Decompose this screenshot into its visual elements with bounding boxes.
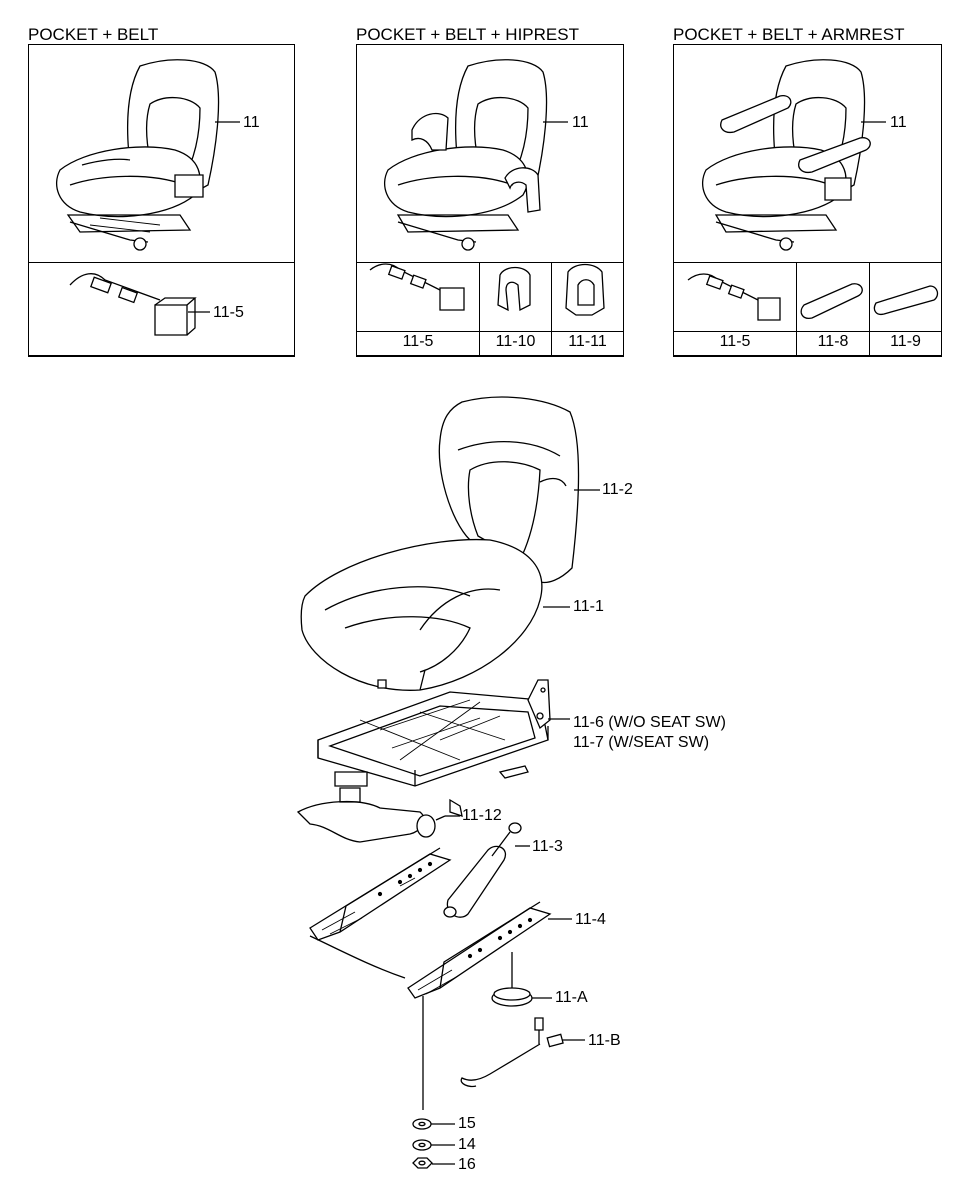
seat-belt-drawing bbox=[70, 274, 160, 300]
label-grommet: 11-A bbox=[555, 989, 588, 1006]
seat-frame-11-6-drawing bbox=[298, 680, 550, 842]
variant-2-part-label-belt: 11-5 bbox=[402, 333, 434, 350]
variant-caption-cell-3 bbox=[551, 331, 624, 357]
grommet-11-A-drawing bbox=[492, 952, 532, 1006]
knob-11-12-drawing bbox=[417, 815, 445, 837]
label-damper: 11-3 bbox=[532, 838, 563, 855]
armrest-part-11-8-drawing bbox=[801, 284, 862, 319]
harness-11-B-drawing bbox=[461, 1018, 563, 1087]
variant-3-part-label-11-9: 11-9 bbox=[890, 333, 921, 350]
seat-cushion-drawing bbox=[385, 147, 528, 217]
label-frame-w-switch: 11-7 (W/SEAT SW) bbox=[573, 734, 710, 751]
variant-title-armrest: POCKET + BELT + ARMREST bbox=[673, 25, 905, 44]
variant-title-pocket-belt: POCKET + BELT bbox=[28, 25, 159, 44]
damper-11-3-drawing bbox=[444, 823, 521, 917]
armrest-part-11-9-drawing bbox=[874, 286, 937, 314]
label-rails: 11-4 bbox=[575, 911, 606, 928]
variant-2-part-label-11-11: 11-11 bbox=[568, 333, 607, 350]
cushion-11-1-drawing bbox=[301, 540, 542, 691]
hiprest-bracket-drawing bbox=[412, 114, 448, 150]
nut-16-drawing bbox=[413, 1158, 432, 1168]
variant-2-seat-label: 11 bbox=[572, 114, 589, 131]
backrest-11-2-drawing bbox=[439, 397, 578, 582]
label-nut-16: 16 bbox=[458, 1156, 476, 1173]
variant-3-part-label-belt: 11-5 bbox=[719, 333, 751, 350]
variant-3-part-label-11-8: 11-8 bbox=[817, 333, 849, 350]
variant-1-seat-label: 11 bbox=[243, 114, 260, 131]
variant-caption-cell-3 bbox=[869, 331, 942, 357]
label-knob: 11-12 bbox=[462, 807, 502, 824]
label-harness: 11-B bbox=[588, 1032, 621, 1049]
armrest-drawing bbox=[721, 96, 791, 133]
variant-3-seat-label: 11 bbox=[890, 114, 907, 131]
label-washer-15: 15 bbox=[458, 1115, 476, 1132]
variant-parts-row bbox=[28, 262, 295, 357]
rails-11-4-drawing bbox=[310, 848, 550, 998]
hiprest-part-11-10-drawing bbox=[498, 268, 530, 311]
label-frame-wo-switch: 11-6 (W/O SEAT SW) bbox=[573, 714, 726, 731]
hiprest-bracket-drawing bbox=[505, 168, 540, 212]
label-backrest: 11-2 bbox=[602, 481, 633, 498]
label-washer-14: 14 bbox=[458, 1136, 476, 1153]
variant-title-hiprest: POCKET + BELT + HIPREST bbox=[356, 25, 579, 44]
washer-14-drawing bbox=[413, 1140, 431, 1150]
armrest-drawing bbox=[799, 138, 871, 173]
washer-15-drawing bbox=[413, 1119, 431, 1129]
variant-1-part-label-belt: 11-5 bbox=[213, 304, 244, 321]
label-cushion: 11-1 bbox=[573, 598, 604, 615]
variant-2-part-label-11-10: 11-10 bbox=[495, 333, 536, 350]
